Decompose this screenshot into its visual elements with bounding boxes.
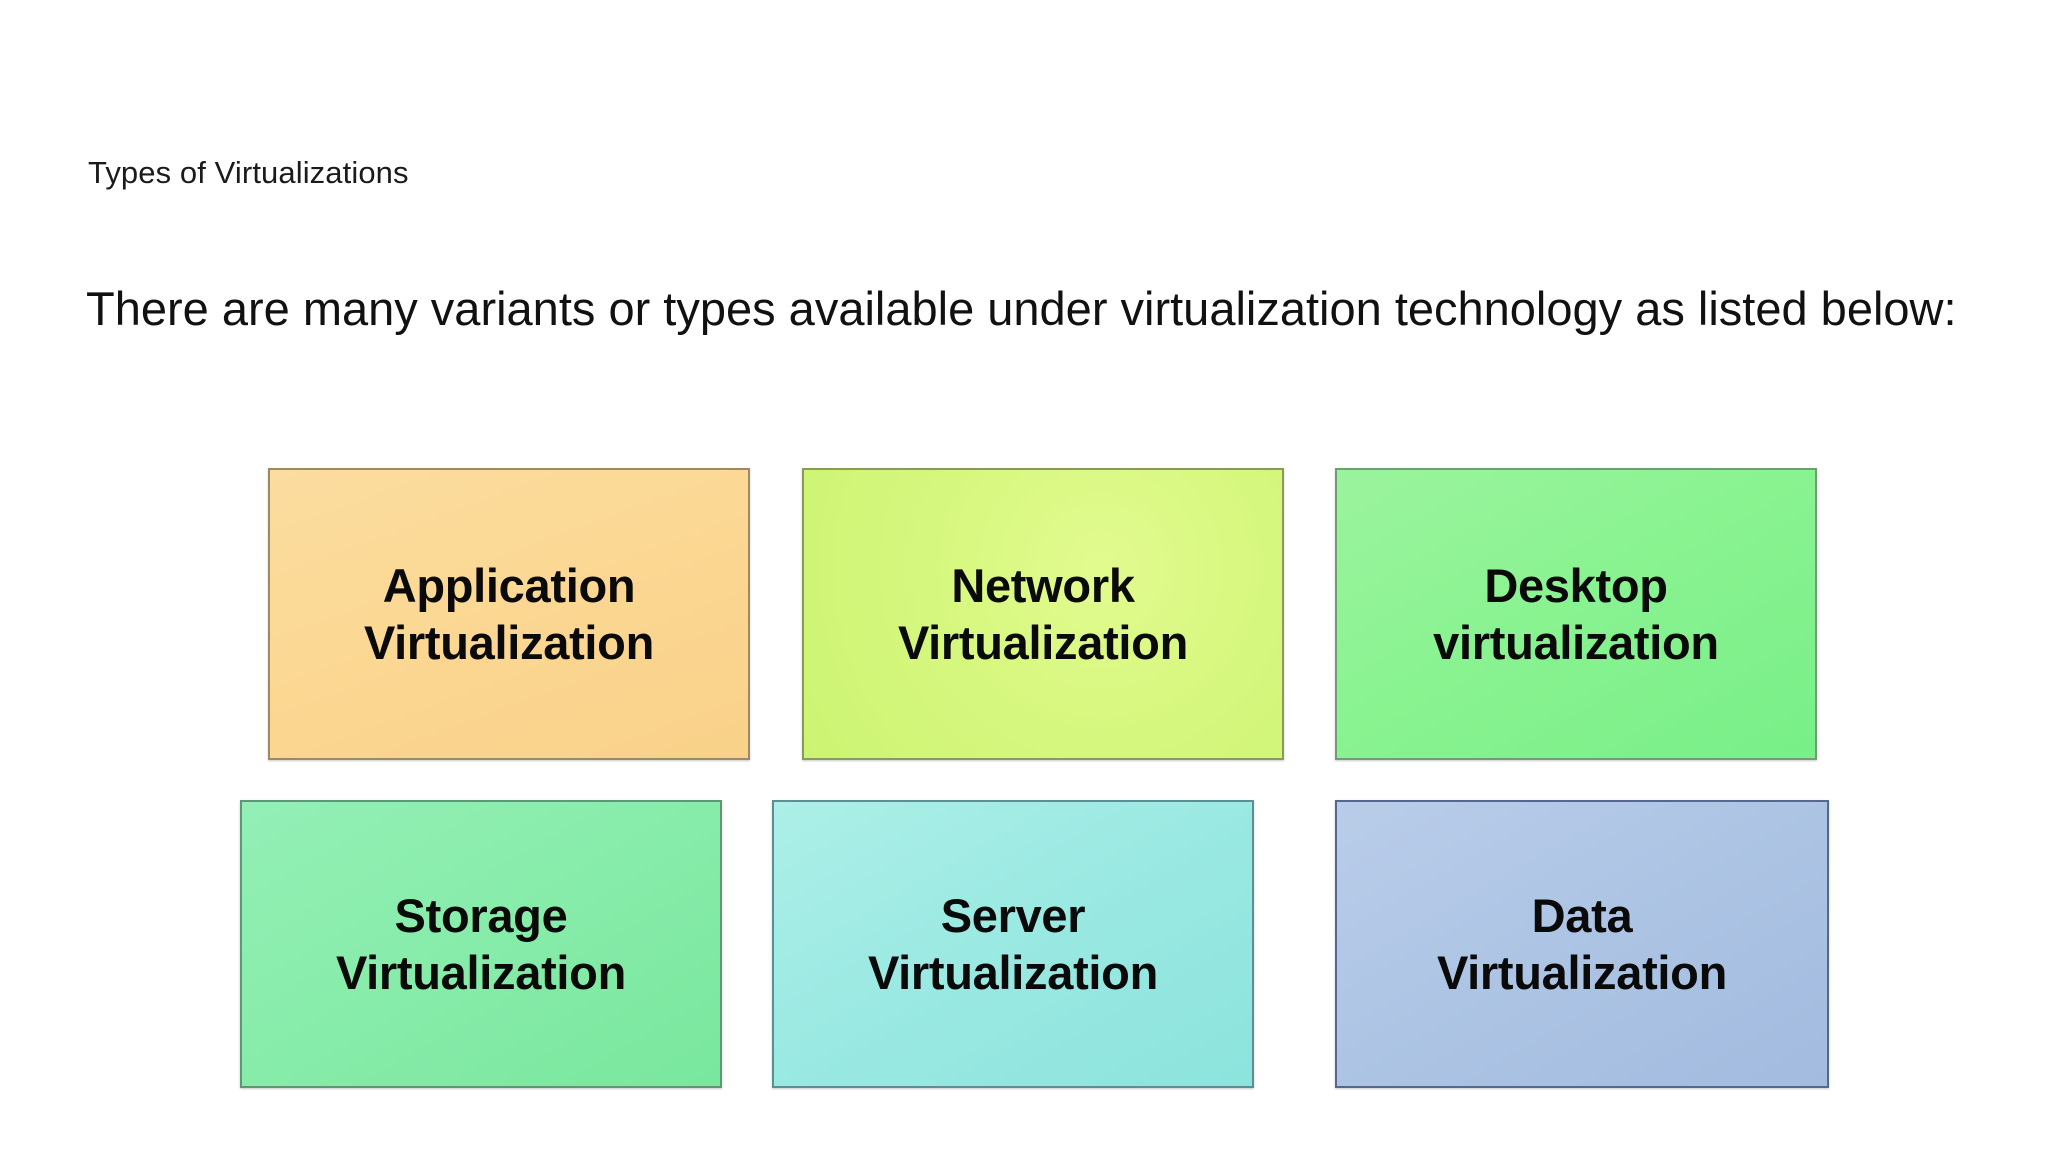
box-label-line-2: Virtualization xyxy=(335,946,627,999)
box-label-line-2: Virtualization xyxy=(867,946,1159,999)
box-data-virtualization-label: Data Virtualization xyxy=(1337,887,1827,1002)
page-title: Types of Virtualizations xyxy=(88,155,409,190)
box-application-virtualization-label: Application Virtualization xyxy=(270,557,748,672)
box-storage-virtualization[interactable]: Storage Virtualization xyxy=(240,800,722,1088)
box-label-line-1: Server xyxy=(940,888,1086,942)
box-desktop-virtualization-label: Desktop virtualization xyxy=(1337,557,1815,672)
box-label-line-2: Virtualization xyxy=(897,616,1189,669)
box-network-virtualization-label: Network Virtualization xyxy=(804,557,1282,672)
box-label-line-2: Virtualization xyxy=(363,616,655,669)
box-label-line-1: Network xyxy=(951,558,1135,612)
box-network-virtualization[interactable]: Network Virtualization xyxy=(802,468,1284,760)
box-desktop-virtualization[interactable]: Desktop virtualization xyxy=(1335,468,1817,760)
box-label-line-1: Storage xyxy=(394,888,568,942)
box-label-line-2: Virtualization xyxy=(1436,946,1728,999)
box-server-virtualization-label: Server Virtualization xyxy=(774,887,1252,1002)
box-label-line-1: Desktop xyxy=(1484,558,1668,612)
box-label-line-1: Application xyxy=(382,558,636,612)
slide-body-text: There are many variants or types availab… xyxy=(86,282,1957,335)
box-label-line-2: virtualization xyxy=(1433,616,1719,669)
box-application-virtualization[interactable]: Application Virtualization xyxy=(268,468,750,760)
box-data-virtualization[interactable]: Data Virtualization xyxy=(1335,800,1829,1088)
box-server-virtualization[interactable]: Server Virtualization xyxy=(772,800,1254,1088)
box-storage-virtualization-label: Storage Virtualization xyxy=(242,887,720,1002)
box-label-line-1: Data xyxy=(1531,888,1633,942)
